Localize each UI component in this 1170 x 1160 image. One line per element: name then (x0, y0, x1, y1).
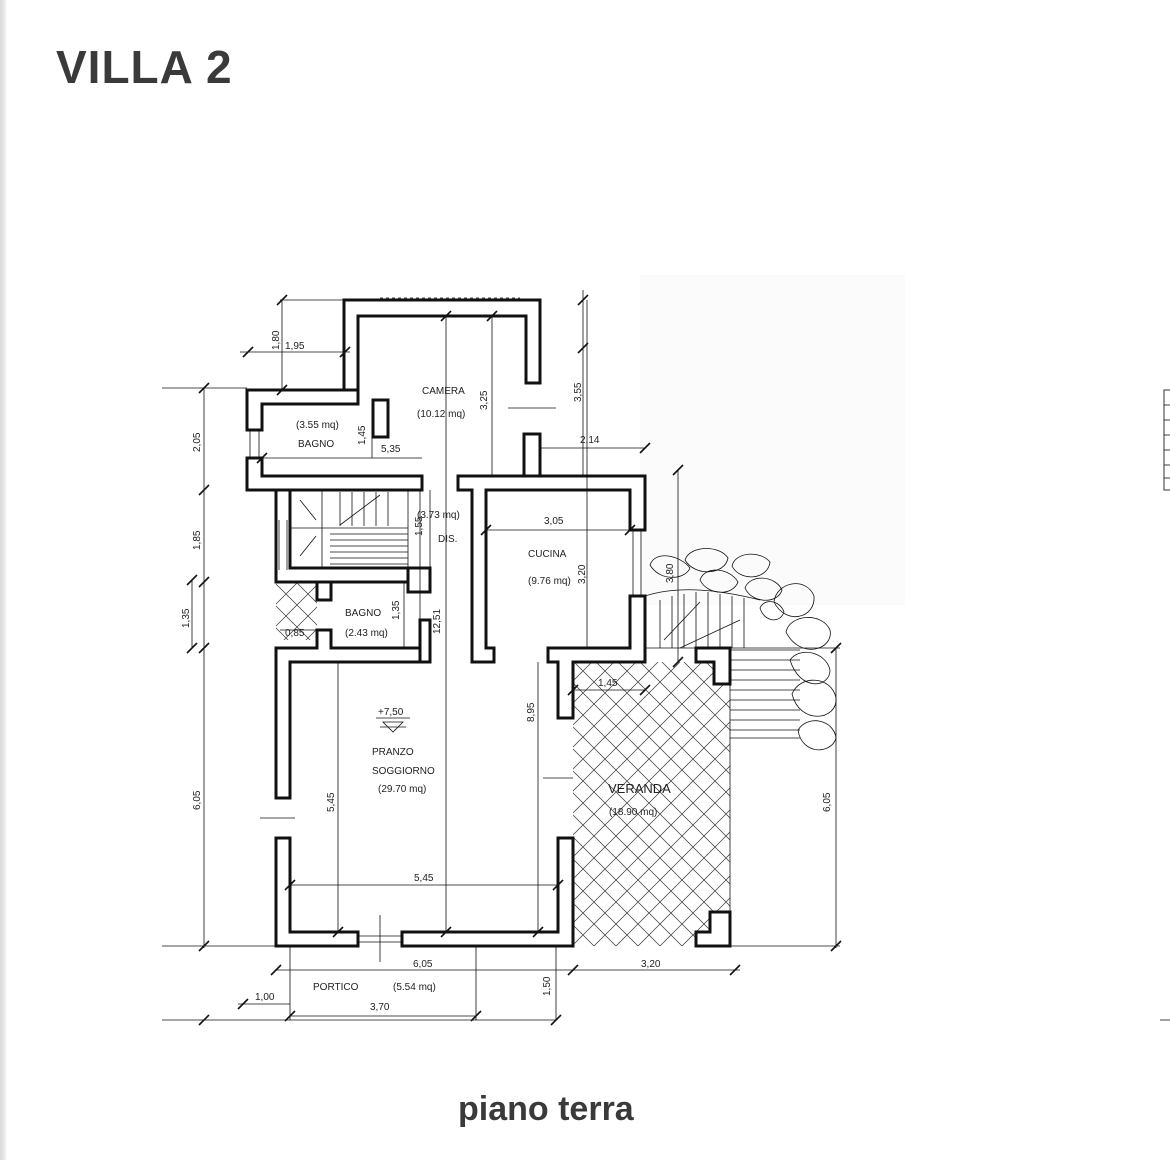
dim-5-45-horizontal: 5,45 (414, 873, 434, 884)
dimension-labels: 1,80 1,95 2,05 1,85 1,35 6,05 3,25 3,55 … (181, 330, 833, 1013)
dim-3-80: 3,80 (665, 563, 676, 583)
dim-8-95: 8,95 (526, 702, 537, 722)
level-marker: +7,50 (376, 707, 410, 733)
room-name-bagno-1: BAGNO (298, 439, 334, 450)
adjacent-sheet-fragment (1160, 389, 1170, 1021)
dim-0-85: 0,85 (285, 628, 305, 639)
room-area-camera: (10.12 mq) (417, 409, 465, 420)
room-area-veranda: (18.90 mq) (609, 807, 657, 818)
dimension-ticks (186, 294, 842, 1026)
room-labels: CAMERA (10.12 mq) (3.55 mq) BAGNO (3.73 … (296, 386, 671, 993)
room-area-cucina: (9.76 mq) (528, 576, 571, 587)
dim-1-35-bagno: 1,35 (391, 600, 402, 620)
dim-1-45-veranda: 1,45 (598, 678, 618, 689)
walls (245, 298, 732, 948)
dim-1-50: 1,50 (542, 976, 553, 996)
interior-stairs (289, 489, 409, 569)
dim-5-45-vertical: 5,45 (326, 792, 337, 812)
room-name-cucina: CUCINA (528, 549, 567, 560)
dim-3-20-veranda: 3,20 (641, 959, 661, 970)
dim-1-85: 1,85 (192, 530, 203, 550)
room-name-soggiorno: SOGGIORNO (372, 766, 435, 777)
room-name-portico: PORTICO (313, 982, 359, 993)
page-title: VILLA 2 (56, 41, 233, 93)
dim-3-25: 3,25 (479, 390, 490, 410)
dim-1-35-outer: 1,35 (181, 608, 192, 628)
room-name-pranzo: PRANZO (372, 747, 414, 758)
dim-2-14: 2,14 (580, 435, 600, 446)
dim-1-00: 1,00 (255, 992, 275, 1003)
floor-caption: piano terra (458, 1090, 634, 1128)
exterior-stairs (644, 589, 800, 739)
dim-6-05-left: 6,05 (192, 790, 203, 810)
dim-3-55: 3,55 (573, 382, 584, 402)
dim-3-70: 3,70 (370, 1002, 390, 1013)
interior-dimension-lines (262, 300, 679, 932)
dim-1-95: 1,95 (285, 341, 305, 352)
room-name-veranda: VERANDA (608, 781, 671, 796)
room-area-soggiorno: (29.70 mq) (378, 784, 426, 795)
room-area-dis: (3.73 mq) (417, 510, 460, 521)
room-name-bagno-2: BAGNO (345, 608, 381, 619)
dim-2-05: 2,05 (192, 432, 203, 452)
dim-3-20-cucina: 3,20 (577, 564, 588, 584)
background-panel (640, 275, 905, 605)
room-name-camera: CAMERA (422, 386, 465, 397)
room-area-bagno-2: (2.43 mq) (345, 628, 388, 639)
room-name-dis: DIS. (438, 534, 457, 545)
openings (249, 297, 642, 962)
dim-5-35: 5,35 (381, 444, 401, 455)
dim-3-05: 3,05 (544, 516, 564, 527)
page-edge-shadow (0, 0, 6, 1160)
dim-1-55: 1,55 (414, 516, 425, 536)
level-value: +7,50 (378, 707, 404, 718)
outer-dimension-lines (162, 290, 840, 1021)
dim-12-51: 12,51 (432, 609, 443, 634)
dim-1-80: 1,80 (271, 330, 282, 350)
dim-6-05-right: 6,05 (822, 792, 833, 812)
room-area-bagno-1: (3.55 mq) (296, 420, 339, 431)
veranda-hatch (573, 662, 730, 946)
dim-6-05-bottom: 6,05 (413, 959, 433, 970)
dim-1-45-bagno: 1,45 (357, 425, 368, 445)
room-area-portico: (5.54 mq) (393, 982, 436, 993)
